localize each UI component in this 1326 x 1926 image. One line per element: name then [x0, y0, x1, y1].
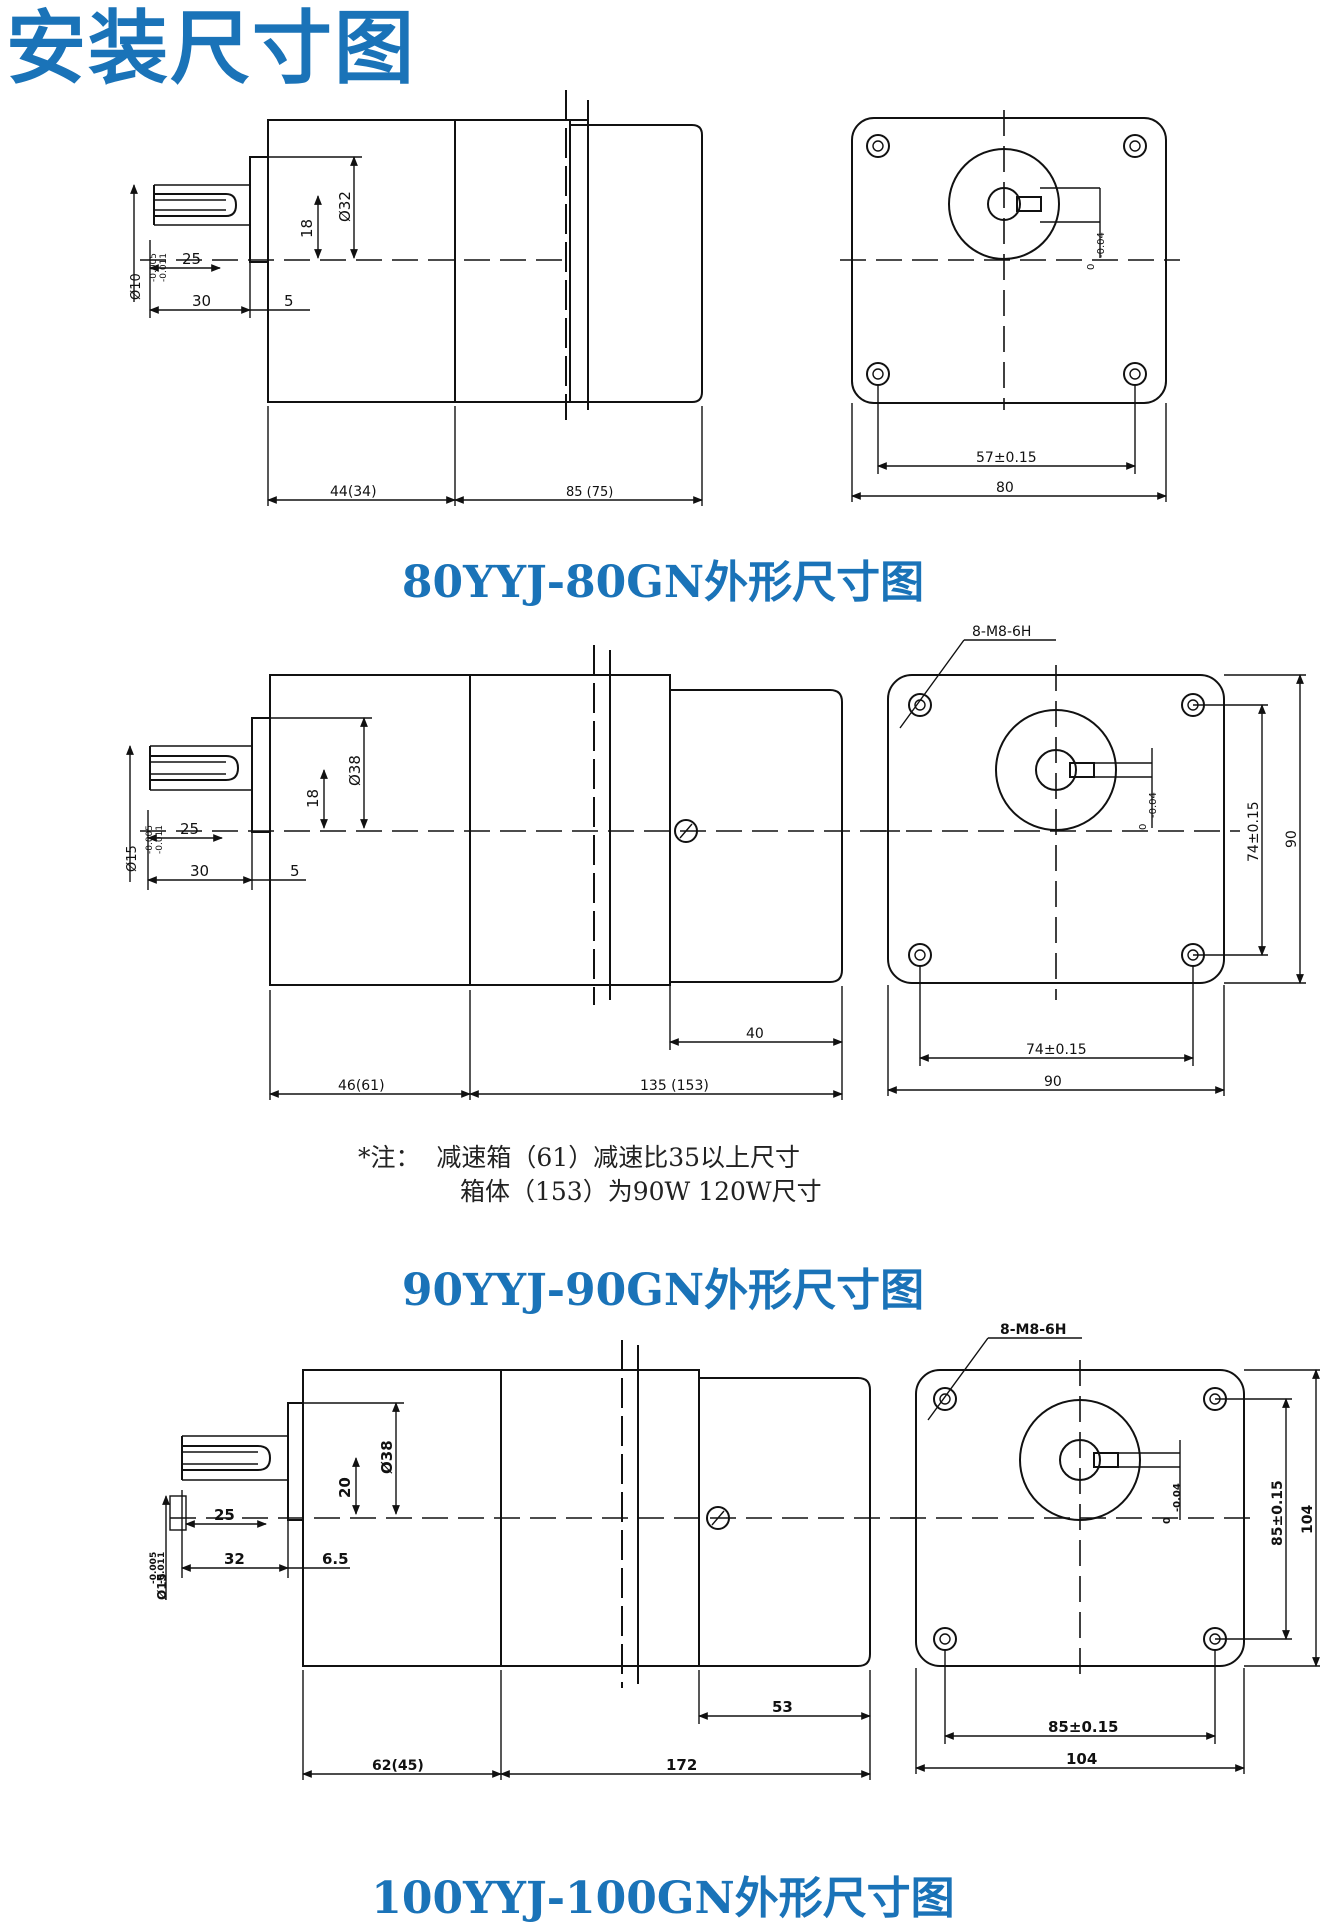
- note-line-1: *注： 减速箱（61）减速比35以上尺寸: [358, 1143, 801, 1172]
- dim-cap-len-100: 53: [772, 1698, 793, 1716]
- caption-90yyj: 90YYJ-90GN外形尺寸图: [401, 1265, 925, 1316]
- end-cap-100: [699, 1377, 871, 1667]
- dim-shaft-tol-up-80: -0.005: [149, 253, 159, 282]
- dim-key-tol-low-90: -0.04: [1148, 792, 1159, 818]
- boss-80: [249, 156, 269, 263]
- dim-key-tol-up-80: 0: [1086, 264, 1097, 270]
- dim-key-height-100: 20: [336, 1477, 354, 1498]
- dim-flange-height-90: 90: [1284, 830, 1300, 848]
- dim-shaft-tol-up-100: -0.005: [149, 1552, 159, 1584]
- dim-key-len-80: 25: [182, 250, 201, 268]
- dim-shoulder-100: 6.5: [322, 1550, 349, 1568]
- dim-key-height-90: 18: [304, 789, 322, 808]
- dim-hole-spacing-h-90: 74±0.15: [1026, 1042, 1087, 1058]
- shaft-100: [182, 1445, 272, 1471]
- drawing-90-front-view: 8-M8-6H 0 -0.04 74±0.15 90 74±0.15 90: [870, 624, 1306, 1096]
- dim-shaft-tol-up-90: -0.005: [145, 825, 155, 854]
- dim-boss-dia-100: Ø38: [378, 1440, 396, 1474]
- dim-body-len-100: 62(45): [372, 1758, 424, 1774]
- drawing-80-side-view: Ø10 -0.005 -0.011 25 30 5 18 Ø32 44(34) …: [129, 90, 703, 506]
- dim-flange-height-100: 104: [1300, 1505, 1316, 1534]
- drawing-90-side-view: Ø15 -0.005 -0.011 25 30 5 18 Ø38 40 46(6…: [125, 645, 900, 1100]
- end-cap-90: [670, 689, 843, 983]
- drawing-100-front-view: 8-M8-6H 0 -0.04 85±0.15 104 85±0.15 104: [900, 1322, 1320, 1774]
- thread-label-100: 8-M8-6H: [1000, 1322, 1067, 1338]
- dim-gear-len-100: 172: [666, 1756, 697, 1774]
- dim-shaft-dia-100: Ø15: [155, 1573, 169, 1600]
- dim-key-tol-up-90: 0: [1138, 824, 1149, 830]
- dim-flange-width-100: 104: [1066, 1750, 1097, 1768]
- dim-shaft-tol-low-100: -0.011: [157, 1552, 167, 1584]
- dim-key-tol-low-100: -0.04: [1172, 1483, 1183, 1512]
- dim-shaft-tol-low-90: -0.011: [155, 825, 165, 854]
- dim-gear-len-90: 135 (153): [640, 1078, 709, 1094]
- dim-hole-spacing-80: 57±0.15: [976, 450, 1037, 466]
- shaft-80: [154, 193, 238, 217]
- dim-shoulder-90: 5: [290, 862, 300, 880]
- dim-shaft-len-90: 30: [190, 862, 209, 880]
- dim-shaft-dia-90: Ø15: [125, 845, 140, 872]
- boss-90: [251, 717, 271, 833]
- drawing-100-side-view: Ø15 -0.005 -0.011 25 32 6.5 20 Ø38 53 62…: [149, 1340, 920, 1780]
- dim-cap-len-90: 40: [746, 1026, 764, 1042]
- dim-hole-spacing-v-90: 74±0.15: [1246, 801, 1262, 862]
- dim-flange-size-80: 80: [996, 480, 1014, 496]
- dim-shaft-len-100: 32: [224, 1550, 245, 1568]
- dim-boss-dia-90: Ø38: [346, 755, 364, 786]
- dim-key-height-80: 18: [298, 219, 316, 238]
- motor-body-80: [267, 119, 571, 403]
- dim-hole-spacing-v-100: 85±0.15: [1270, 1480, 1286, 1546]
- dim-key-len-100: 25: [214, 1506, 235, 1524]
- dim-shoulder-80: 5: [284, 292, 294, 310]
- dim-key-tol-up-100: 0: [1162, 1517, 1173, 1524]
- drawing-80-front-view: 0 -0.04 57±0.15 80: [840, 110, 1180, 502]
- boss-100: [287, 1402, 304, 1521]
- note-line-2: 箱体（153）为90W 120W尺寸: [460, 1177, 822, 1206]
- gear-housing-90: [469, 674, 671, 986]
- dim-body-len-80: 44(34): [330, 484, 377, 500]
- motor-body-90: [269, 674, 471, 986]
- dim-hole-spacing-h-100: 85±0.15: [1048, 1718, 1118, 1736]
- dim-gear-len-80: 85 (75): [566, 485, 613, 500]
- dim-body-len-90: 46(61): [338, 1078, 385, 1094]
- dim-boss-dia-80: Ø32: [336, 191, 354, 222]
- dim-shaft-dia-80: Ø10: [129, 273, 144, 300]
- caption-80yyj: 80YYJ-80GN外形尺寸图: [401, 557, 925, 608]
- dim-flange-width-90: 90: [1044, 1074, 1062, 1090]
- thread-label-90: 8-M8-6H: [972, 624, 1031, 640]
- dim-shaft-len-80: 30: [192, 292, 211, 310]
- page-title: 安装尺寸图: [6, 1, 416, 95]
- dim-shaft-tol-low-80: -0.011: [159, 253, 169, 282]
- dim-key-tol-low-80: -0.04: [1096, 232, 1107, 258]
- caption-100yyj: 100YYJ-100GN外形尺寸图: [371, 1873, 955, 1924]
- shaft-90: [150, 755, 240, 781]
- dim-key-len-90: 25: [180, 820, 199, 838]
